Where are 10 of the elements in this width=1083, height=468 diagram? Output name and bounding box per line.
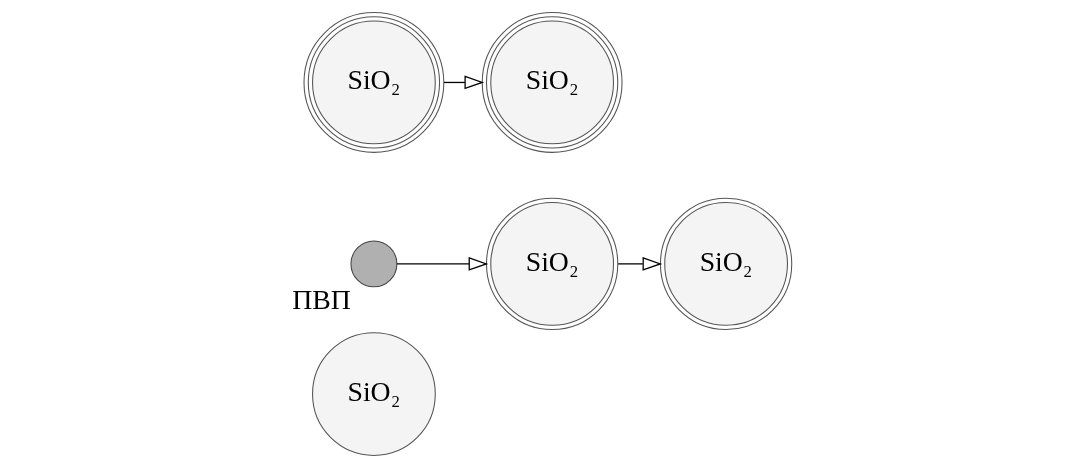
node-circle: SiO₂ (659, 197, 792, 331)
node-label: ПВП (291, 284, 351, 316)
arrow (395, 257, 488, 271)
node-circle: SiO₂ (485, 197, 618, 331)
node-circle: SiO₂ (302, 12, 444, 153)
node-circle: SiO₂ (481, 12, 623, 153)
arrow (617, 257, 662, 271)
node-circle: SiO₂ (311, 332, 436, 456)
node-circle (349, 240, 397, 288)
arrow (442, 75, 484, 90)
